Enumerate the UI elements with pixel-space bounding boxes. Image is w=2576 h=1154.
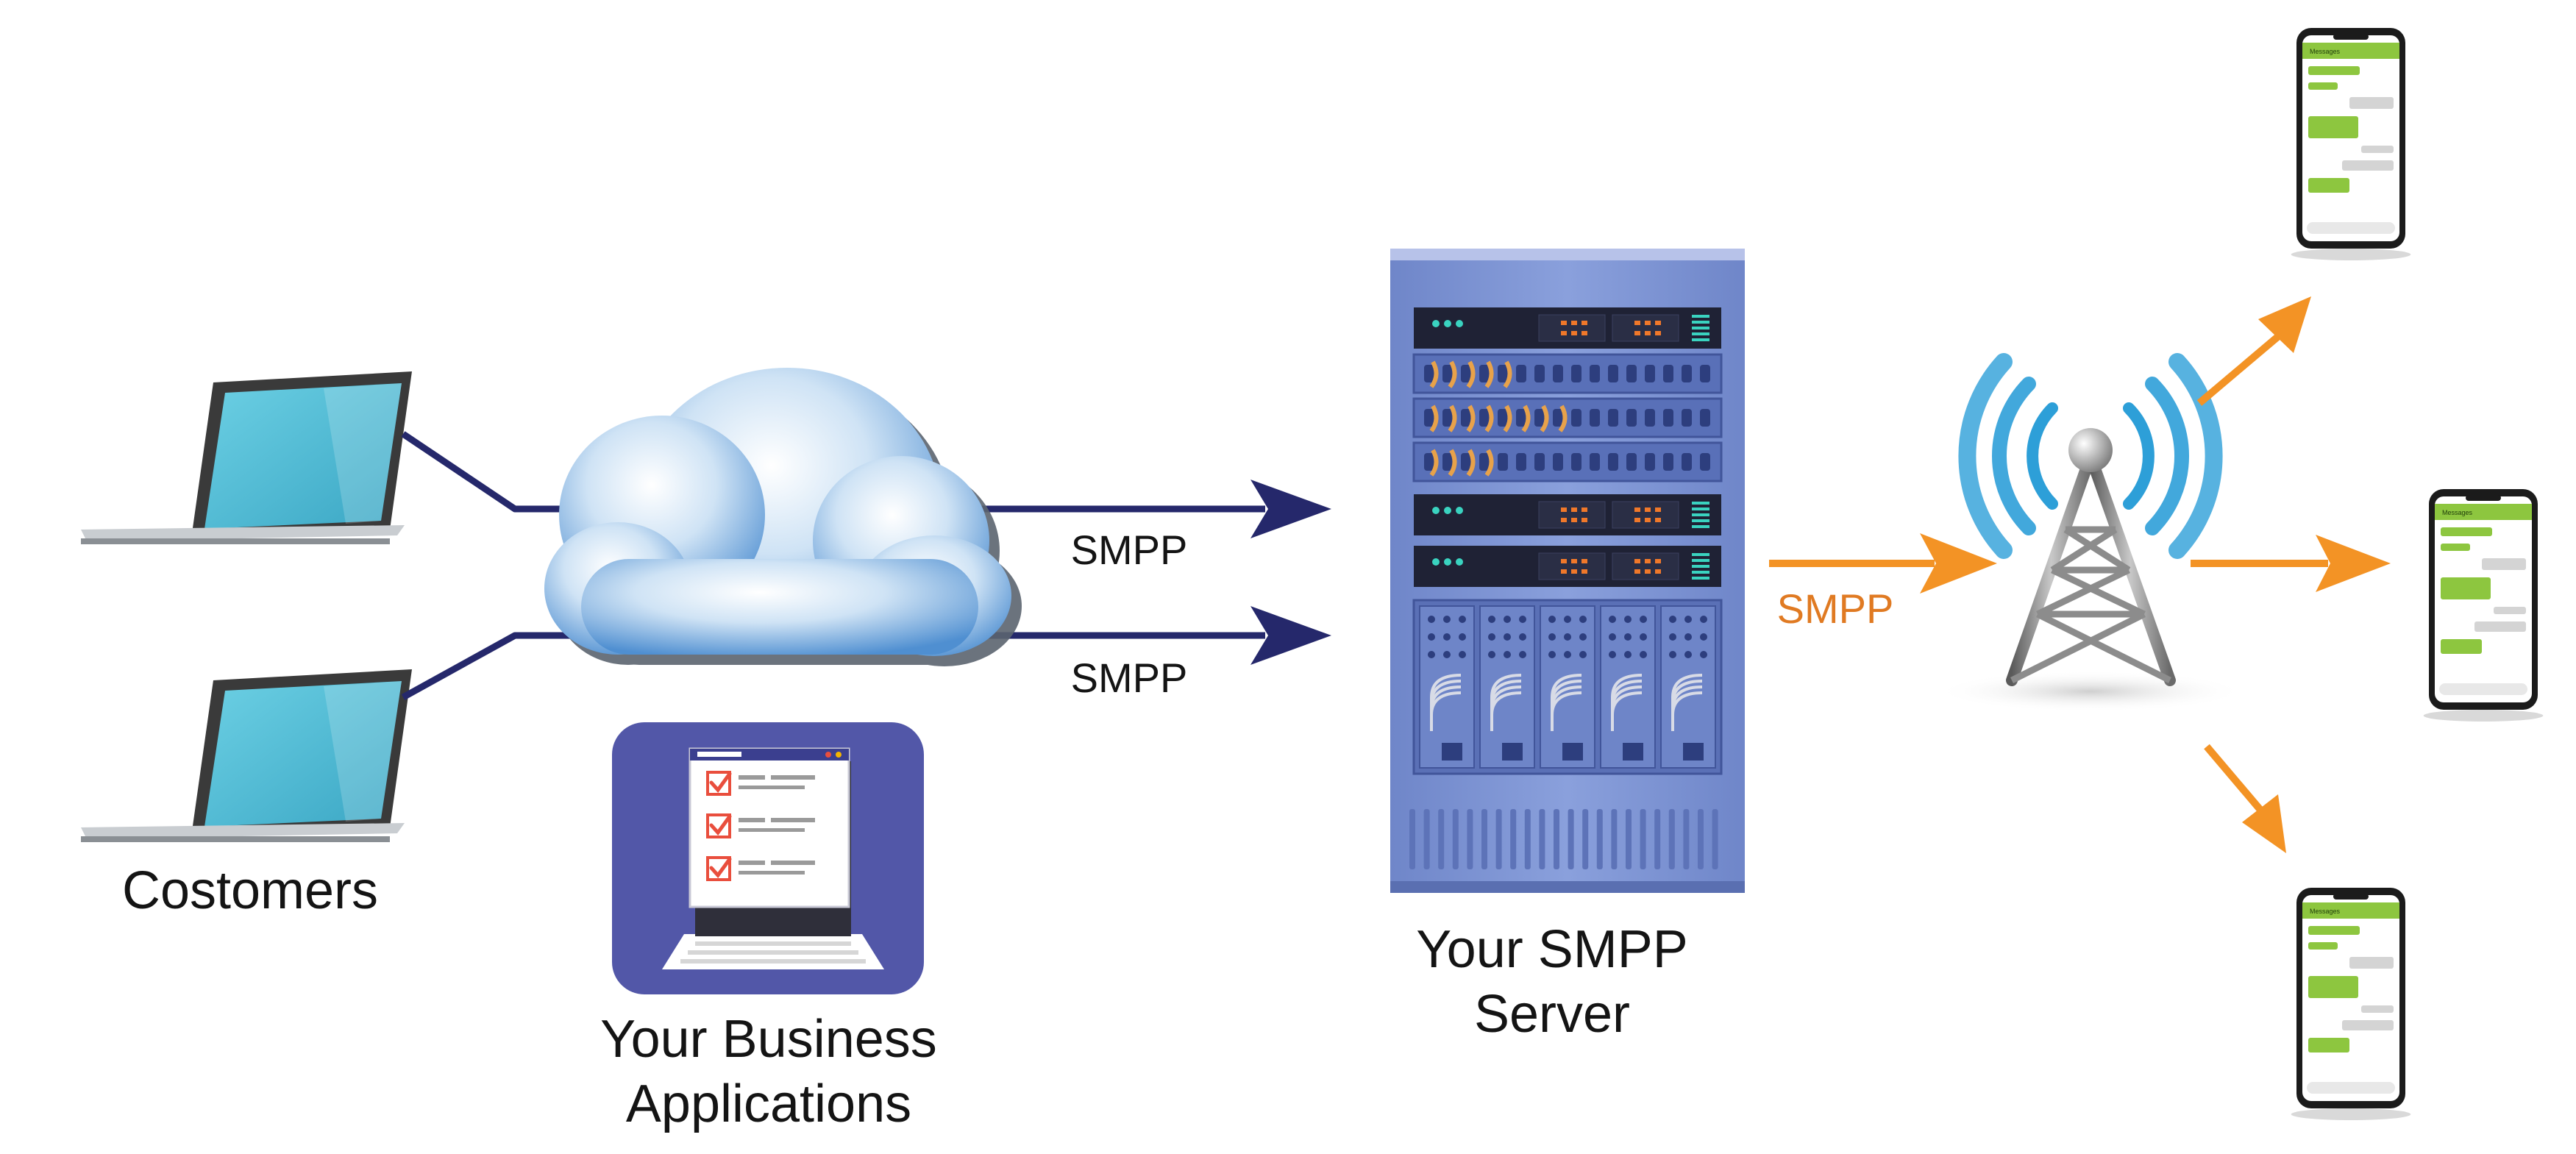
orange-arrow-to-phone-middle [2191, 535, 2391, 592]
customers-label: Costomers [121, 861, 379, 920]
smpp-label-orange: SMPP [1776, 585, 1894, 632]
smpp-server-rack-icon [1390, 249, 1745, 893]
navy-arrow-top [956, 480, 1331, 538]
business-applications-label-line1: Your Business [600, 1010, 937, 1069]
mobile-phone-icon: Messages [2291, 28, 2411, 260]
smpp-label-top: SMPP [1070, 527, 1188, 573]
smpp-server-label: Your SMPP Server [1331, 918, 1773, 1047]
cell-tower-icon [1936, 353, 2245, 712]
business-applications-label-line2: Applications [625, 1074, 912, 1133]
smpp-server-label-line2: Server [1473, 984, 1631, 1044]
smpp-label-bottom: SMPP [1070, 655, 1188, 701]
orange-arrow-to-phone-bottom [2204, 744, 2286, 853]
orange-arrow-to-phone-top [2196, 296, 2311, 406]
phone-header-title: Messages [2310, 908, 2341, 915]
mobile-phone-icon: Messages [2423, 489, 2544, 722]
phone-header-title: Messages [2442, 509, 2473, 516]
customer-laptop-icon [81, 371, 412, 544]
business-applications-label: Your Business Applications [544, 1008, 993, 1137]
business-applications-icon [612, 722, 924, 994]
customer-laptop-icon [81, 669, 412, 842]
smpp-server-label-line1: Your SMPP [1416, 920, 1688, 979]
phone-header-title: Messages [2310, 48, 2341, 55]
cloud-icon [544, 368, 1022, 666]
mobile-phone-icon: Messages [2291, 888, 2411, 1120]
orange-arrow-to-tower [1769, 533, 1997, 594]
